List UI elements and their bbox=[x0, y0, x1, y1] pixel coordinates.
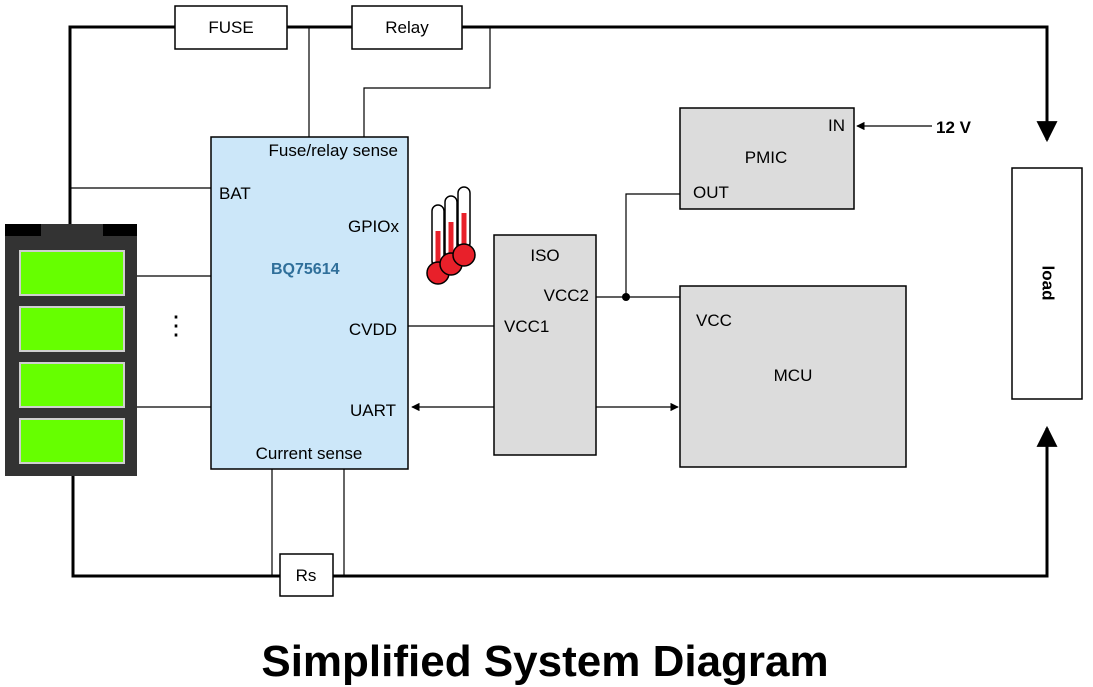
uart-pin: UART bbox=[350, 401, 396, 420]
gpio-pin: GPIOx bbox=[348, 217, 400, 236]
vcc1-pin: VCC1 bbox=[504, 317, 549, 336]
cvdd-pin: CVDD bbox=[349, 320, 397, 339]
power-path bbox=[68, 25, 1058, 578]
bat-pin: BAT bbox=[219, 184, 251, 203]
current-sense-pin: Current sense bbox=[256, 444, 363, 463]
mcu-name: MCU bbox=[774, 366, 813, 385]
fuse-relay-sense-pin: Fuse/relay sense bbox=[269, 141, 398, 160]
load-label: load bbox=[1039, 266, 1058, 301]
relay-label: Relay bbox=[385, 18, 429, 37]
relay-block: Relay bbox=[351, 5, 463, 50]
iso-block: ISO VCC2 VCC1 bbox=[493, 234, 597, 456]
pmic-name: PMIC bbox=[745, 148, 788, 167]
iso-name: ISO bbox=[530, 246, 559, 265]
battery-pack-icon bbox=[5, 224, 137, 476]
mcu-block: VCC MCU bbox=[679, 285, 907, 468]
thermometer-icon bbox=[426, 186, 476, 285]
diagram-title: Simplified System Diagram bbox=[261, 637, 828, 686]
supply-12v-label: 12 V bbox=[936, 118, 972, 137]
rs-label: Rs bbox=[296, 566, 317, 585]
rs-block: Rs bbox=[279, 553, 334, 597]
load-block: load bbox=[1011, 167, 1083, 400]
bq75614-name: BQ75614 bbox=[271, 261, 340, 278]
fuse-block: FUSE bbox=[174, 5, 288, 50]
pmic-out-pin: OUT bbox=[693, 183, 729, 202]
bq75614-block: Fuse/relay sense BAT GPIOx BQ75614 CVDD … bbox=[210, 136, 409, 470]
pmic-in-pin: IN bbox=[828, 116, 845, 135]
vcc2-pin: VCC2 bbox=[544, 286, 589, 305]
fuse-label: FUSE bbox=[208, 18, 253, 37]
pmic-block: IN PMIC OUT bbox=[679, 107, 855, 210]
vcc2-junction bbox=[622, 293, 630, 301]
ellipsis-vertical: ⋮ bbox=[163, 310, 189, 340]
signal-wires bbox=[70, 27, 932, 576]
mcu-vcc-pin: VCC bbox=[696, 311, 732, 330]
